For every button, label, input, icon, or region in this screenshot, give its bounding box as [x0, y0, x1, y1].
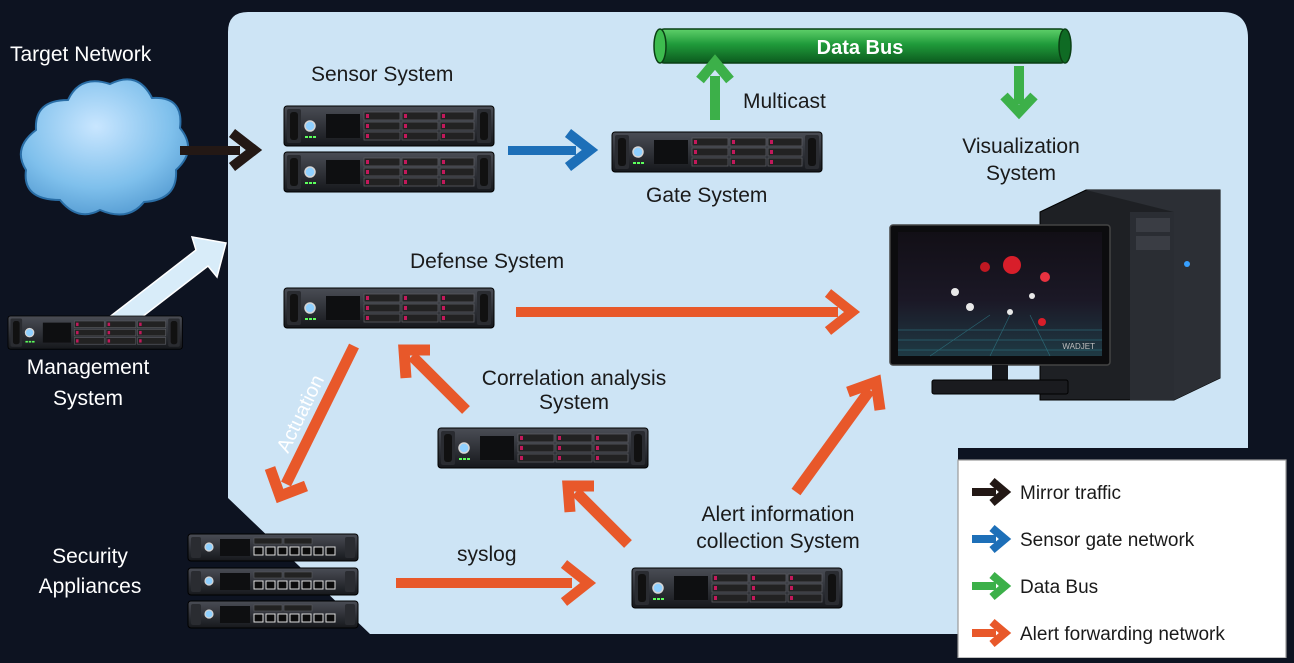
- syslog-label: syslog: [457, 543, 517, 566]
- multicast-arrow: [696, 54, 734, 120]
- pipe-icon: [653, 28, 1072, 64]
- legend-item: Data Bus: [972, 571, 1098, 601]
- legend-arrowhead-icon: [989, 618, 1012, 648]
- legend-label: Sensor gate network: [1020, 530, 1195, 551]
- sensor-system-label: Sensor System: [311, 63, 453, 86]
- target-network-label: Target Network: [10, 43, 152, 66]
- mirror-traffic-arrow: [180, 129, 263, 171]
- sensor-server-2: [283, 151, 495, 193]
- defense-system-label: Defense System: [410, 250, 564, 273]
- defense-server: [283, 287, 495, 329]
- correlation-to-defense-arrow: [398, 344, 470, 414]
- monitor-logo: WADJET: [1062, 342, 1095, 351]
- management-label-line2: System: [53, 387, 123, 410]
- data-bus-label: Data Bus: [817, 37, 904, 59]
- sensor-server-1: [283, 105, 495, 147]
- gate-server: [611, 131, 823, 173]
- sensor-gate-arrow: [508, 129, 599, 171]
- legend-item: Alert forwarding network: [972, 618, 1225, 648]
- switch-icon: [187, 533, 359, 629]
- legend-label: Alert forwarding network: [1020, 624, 1225, 645]
- alert-to-visualization-arrow: [791, 374, 886, 496]
- actuation-arrow: [264, 343, 359, 504]
- desktop-computer-icon: WADJET: [889, 189, 1221, 401]
- correlation-server: [437, 427, 649, 469]
- defense-alert-arrow: [516, 289, 861, 335]
- legend-arrow-icon: [972, 535, 996, 543]
- syslog-arrow: [396, 560, 597, 606]
- multicast-label: Multicast: [743, 90, 826, 113]
- legend-item: Sensor gate network: [972, 524, 1195, 554]
- management-label-line1: Management: [27, 356, 150, 379]
- alert-info-label-line2: collection System: [696, 530, 859, 553]
- legend-item: Mirror traffic: [972, 477, 1121, 507]
- gate-system-label: Gate System: [646, 184, 767, 207]
- security-label-line1: Security: [52, 545, 128, 568]
- alert-info-server: [631, 567, 843, 609]
- legend-label: Mirror traffic: [1020, 483, 1121, 504]
- legend-arrow-icon: [972, 629, 996, 637]
- legend-arrowhead-icon: [989, 524, 1012, 554]
- correlation-label-line1: Correlation analysis: [482, 367, 666, 390]
- visualization-label-line2: System: [986, 162, 1056, 185]
- management-server: [7, 315, 183, 350]
- monitor-screen: [898, 232, 1102, 356]
- legend-arrow-icon: [972, 582, 996, 590]
- security-label-line2: Appliances: [39, 575, 142, 598]
- alert-to-correlation-arrow: [562, 480, 632, 548]
- correlation-label-line2: System: [539, 391, 609, 414]
- alert-info-label-line1: Alert information: [702, 503, 855, 526]
- legend-arrowhead-icon: [989, 571, 1012, 601]
- legend-arrowhead-icon: [989, 477, 1012, 507]
- visualization-label-line1: Visualization: [962, 135, 1080, 158]
- legend-arrow-icon: [972, 488, 996, 496]
- legend-label: Data Bus: [1020, 577, 1098, 598]
- cloud-icon: [19, 78, 189, 216]
- data-bus-down-arrow: [1000, 66, 1038, 120]
- legend-box: [957, 459, 1287, 659]
